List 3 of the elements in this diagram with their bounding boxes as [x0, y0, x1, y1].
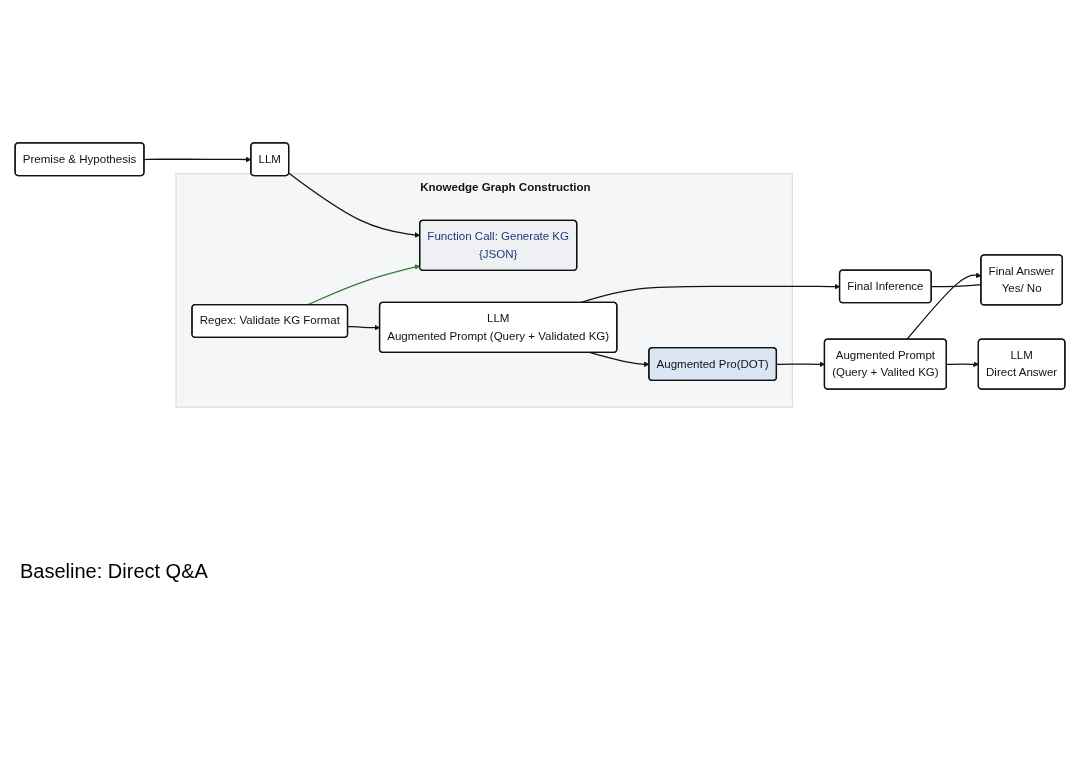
side-note: Baseline: Direct Q&A: [20, 560, 208, 583]
arrow: [946, 361, 979, 368]
arrow: [776, 361, 825, 368]
